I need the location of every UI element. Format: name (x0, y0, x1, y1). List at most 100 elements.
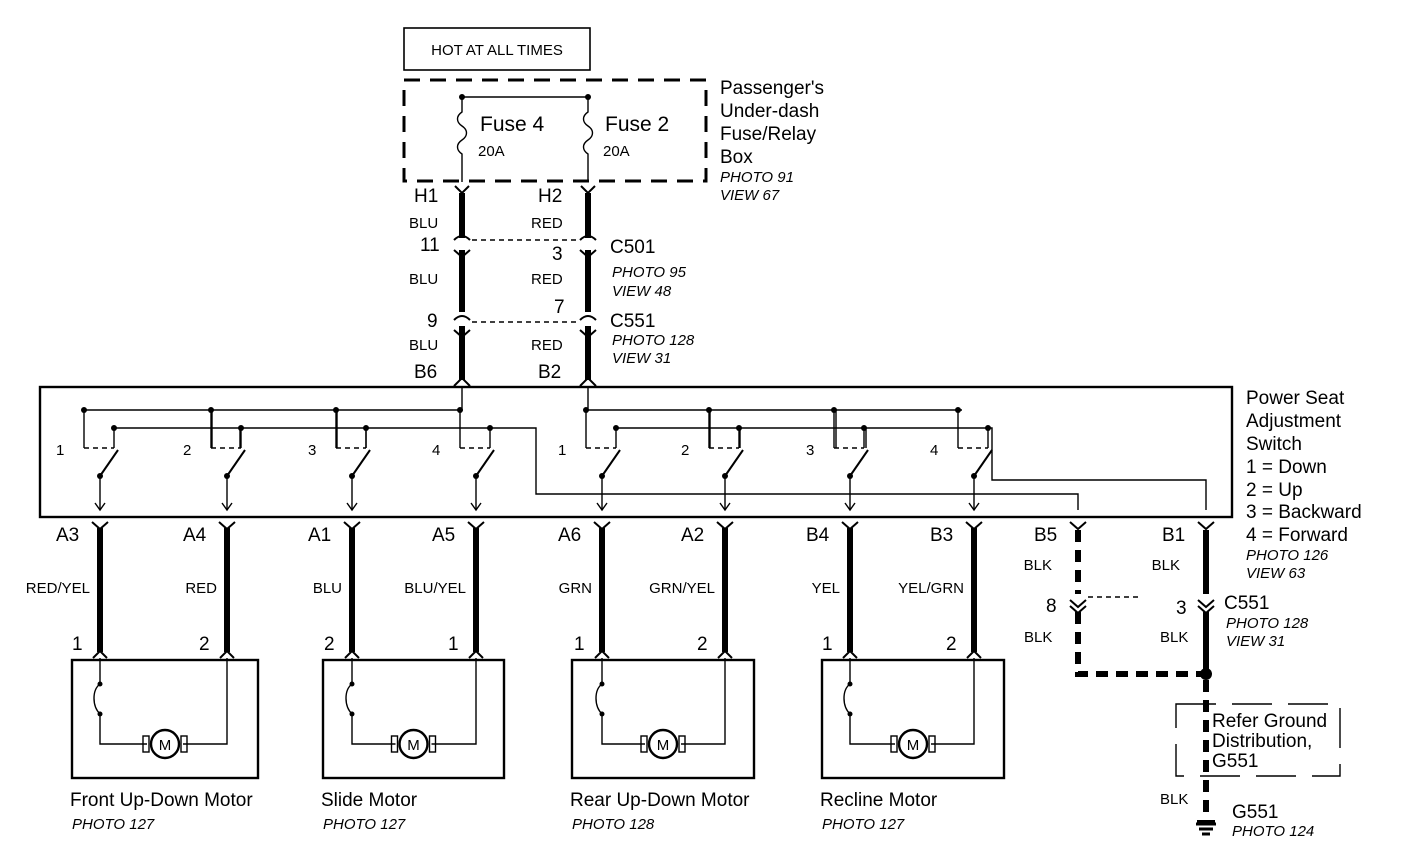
c551-top-photo: PHOTO 128 (612, 332, 695, 349)
blu-label-2: BLU (409, 271, 438, 288)
blu-label-3: BLU (409, 337, 438, 354)
switch-title-1: Power Seat (1246, 388, 1345, 409)
fuse-box-line-3: Fuse/Relay (720, 124, 817, 145)
wire-color-label: RED/YEL (26, 580, 90, 597)
wire-color-label: YEL/GRN (898, 580, 964, 597)
legend-forward: 4 = Forward (1246, 525, 1348, 546)
wire-color-label: BLU (313, 580, 342, 597)
switch-position-number: 2 (681, 442, 689, 459)
wire-color-label: BLK (1152, 557, 1180, 574)
terminal-label: A2 (681, 525, 704, 546)
terminal-label: B4 (806, 525, 830, 546)
switch-title-3: Switch (1246, 434, 1302, 455)
switch-position-number: 1 (558, 442, 566, 459)
fuse-relay-box (402, 78, 708, 183)
terminal-label: B3 (930, 525, 953, 546)
wire-color-label: GRN (559, 580, 592, 597)
motor-box (820, 658, 1006, 780)
h1-label: H1 (414, 186, 438, 207)
fuse-box-line-4: Box (720, 147, 753, 168)
motor-name: Front Up-Down Motor (70, 790, 253, 811)
fuse-box-line-1: Passenger's (720, 78, 824, 99)
motor-icon (647, 728, 679, 760)
fuse-box-photo: PHOTO 91 (720, 169, 794, 186)
ground-c551: C551 (1224, 593, 1269, 614)
motor-icon (149, 728, 181, 760)
blk-right-label: BLK (1160, 629, 1188, 646)
motor-pin-label: 2 (199, 634, 210, 655)
pin-3-c501: 3 (552, 244, 563, 265)
g551-photo: PHOTO 124 (1232, 823, 1314, 840)
terminal-label: A5 (432, 525, 455, 546)
fuse-2-name: Fuse 2 (605, 113, 669, 136)
motor-box (570, 658, 756, 780)
pin-9: 9 (427, 311, 438, 332)
fuse-4-rating: 20A (478, 143, 505, 160)
pin-7: 7 (554, 297, 565, 318)
b2-label: B2 (538, 362, 561, 383)
refer-line-1: Refer Ground (1212, 711, 1327, 732)
motor-box (70, 658, 260, 780)
motor-pin-label: 1 (448, 634, 459, 655)
ground-pin-8: 8 (1046, 596, 1057, 617)
motor-pin-label: 2 (946, 634, 957, 655)
ground-splice (1200, 668, 1212, 680)
terminal-label: B5 (1034, 525, 1057, 546)
wire-color-label: GRN/YEL (649, 580, 715, 597)
switch-position-number: 2 (183, 442, 191, 459)
fuse-box-view: VIEW 67 (720, 187, 780, 204)
fuse-4-name: Fuse 4 (480, 113, 545, 136)
red-label-1: RED (531, 215, 563, 232)
c551-top-view: VIEW 31 (612, 350, 671, 367)
pin-11: 11 (420, 235, 440, 256)
g551-label: G551 (1232, 802, 1278, 823)
hot-at-all-times-box (403, 27, 591, 71)
refer-ground-box (1175, 703, 1341, 777)
blu-label-1: BLU (409, 215, 438, 232)
motor-name: Rear Up-Down Motor (570, 790, 750, 811)
c501-view: VIEW 48 (612, 283, 672, 300)
switch-position-number: 1 (56, 442, 64, 459)
motor-pin-label: 2 (697, 634, 708, 655)
terminal-label: A6 (558, 525, 581, 546)
fuse-box-line-2: Under-dash (720, 101, 819, 122)
motor-photo: PHOTO 128 (572, 816, 655, 833)
motor-symbol: M (407, 737, 420, 754)
refer-line-3: G551 (1212, 751, 1258, 772)
refer-line-2: Distribution, (1212, 731, 1312, 752)
switch-view: VIEW 63 (1246, 565, 1306, 582)
power-seat-switch-box (38, 385, 1234, 519)
switch-position-number: 4 (432, 442, 440, 459)
wire-color-label: YEL (812, 580, 840, 597)
switch-title-2: Adjustment (1246, 411, 1342, 432)
motor-symbol: M (159, 737, 172, 754)
motor-pin-label: 2 (324, 634, 335, 655)
terminal-label: A4 (183, 525, 207, 546)
ground-pin-3: 3 (1176, 598, 1187, 619)
motor-name: Recline Motor (820, 790, 938, 811)
ground-c551-photo: PHOTO 128 (1226, 615, 1309, 632)
wire-color-label: RED (185, 580, 217, 597)
fuse-4-symbol (456, 97, 468, 182)
blk-left-label: BLK (1024, 629, 1052, 646)
switch-position-number: 3 (308, 442, 316, 459)
motor-photo: PHOTO 127 (72, 816, 155, 833)
wire-color-label: BLU/YEL (404, 580, 466, 597)
blk-bottom-label: BLK (1160, 791, 1188, 808)
c551-top-label: C551 (610, 311, 655, 332)
b5-ground-wire (1075, 530, 1206, 677)
fuse-2-symbol (582, 97, 594, 182)
c501-label: C501 (610, 237, 655, 258)
motor-pin-label: 1 (822, 634, 833, 655)
switch-position-number: 4 (930, 442, 938, 459)
motor-symbol: M (907, 737, 920, 754)
motor-photo: PHOTO 127 (822, 816, 905, 833)
legend-down: 1 = Down (1246, 457, 1327, 478)
motor-symbol: M (657, 737, 670, 754)
fuse-2-rating: 20A (603, 143, 630, 160)
ground-c551-view: VIEW 31 (1226, 633, 1285, 650)
motor-pin-label: 1 (72, 634, 83, 655)
